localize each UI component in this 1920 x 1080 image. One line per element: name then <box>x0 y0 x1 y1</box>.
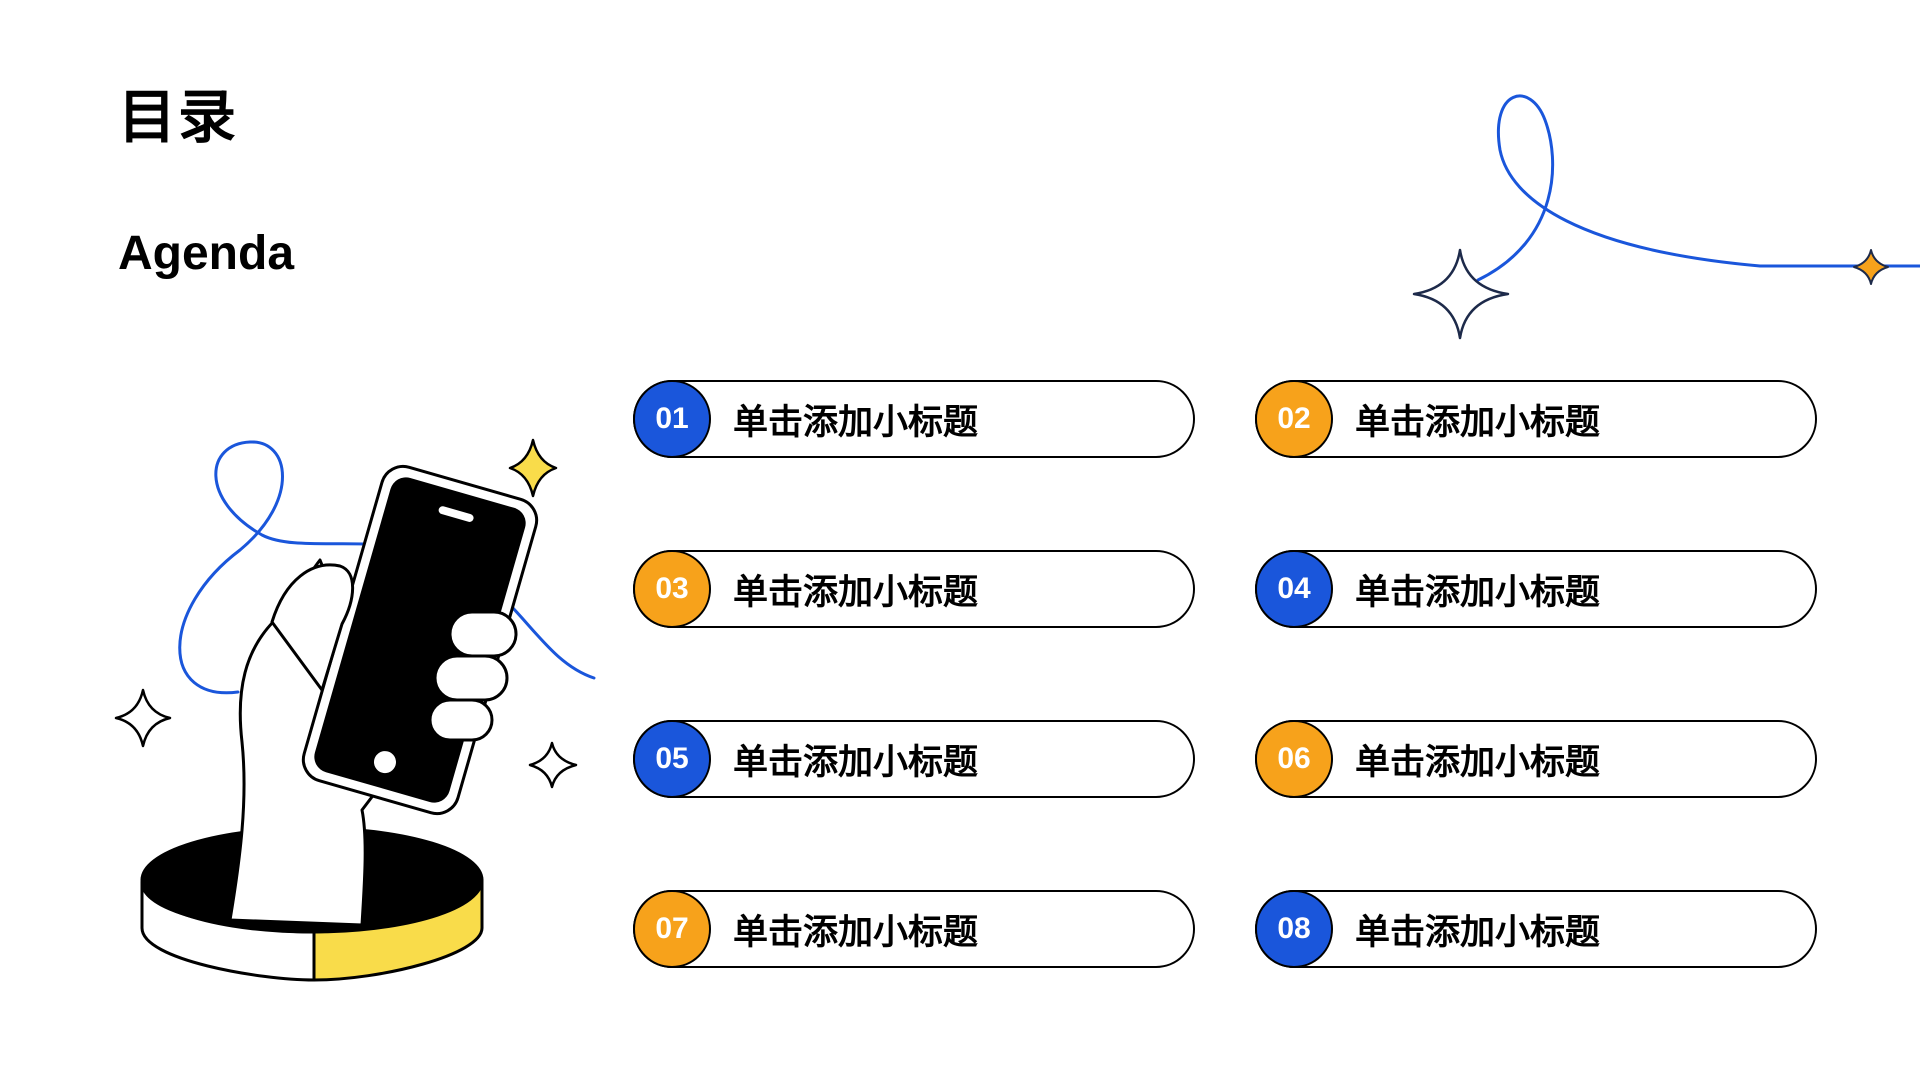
agenda-item-label: 单击添加小标题 <box>733 742 979 783</box>
agenda-number-badge: 01 <box>633 380 711 458</box>
agenda-item-04[interactable]: 04 单击添加小标题 <box>1255 550 1817 628</box>
sparkle-icon <box>1412 248 1510 340</box>
agenda-number-badge: 06 <box>1255 720 1333 798</box>
agenda-item-07[interactable]: 07 单击添加小标题 <box>633 890 1195 968</box>
blue-loop-line <box>1476 94 1920 282</box>
page-subtitle: Agenda <box>118 227 295 280</box>
agenda-item-label: 单击添加小标题 <box>1355 402 1601 443</box>
agenda-item-06[interactable]: 06 单击添加小标题 <box>1255 720 1817 798</box>
agenda-item-03[interactable]: 03 单击添加小标题 <box>633 550 1195 628</box>
sparkle-left-icon <box>114 688 172 748</box>
yellow-star-icon <box>508 438 558 498</box>
agenda-item-label: 单击添加小标题 <box>733 402 979 443</box>
agenda-item-02[interactable]: 02 单击添加小标题 <box>1255 380 1817 458</box>
agenda-number-badge: 05 <box>633 720 711 798</box>
agenda-item-05[interactable]: 05 单击添加小标题 <box>633 720 1195 798</box>
agenda-number-badge: 07 <box>633 890 711 968</box>
agenda-item-label: 单击添加小标题 <box>1355 912 1601 953</box>
agenda-item-label: 单击添加小标题 <box>1355 572 1601 613</box>
agenda-item-01[interactable]: 01 单击添加小标题 <box>633 380 1195 458</box>
agenda-number-badge: 03 <box>633 550 711 628</box>
sparkle-right-icon <box>528 741 578 789</box>
agenda-number-badge: 08 <box>1255 890 1333 968</box>
star-icon <box>1853 249 1889 285</box>
agenda-number-badge: 02 <box>1255 380 1333 458</box>
agenda-item-label: 单击添加小标题 <box>733 572 979 613</box>
agenda-number-badge: 04 <box>1255 550 1333 628</box>
agenda-item-label: 单击添加小标题 <box>733 912 979 953</box>
agenda-item-08[interactable]: 08 单击添加小标题 <box>1255 890 1817 968</box>
agenda-item-label: 单击添加小标题 <box>1355 742 1601 783</box>
page-title: 目录 <box>118 83 239 151</box>
